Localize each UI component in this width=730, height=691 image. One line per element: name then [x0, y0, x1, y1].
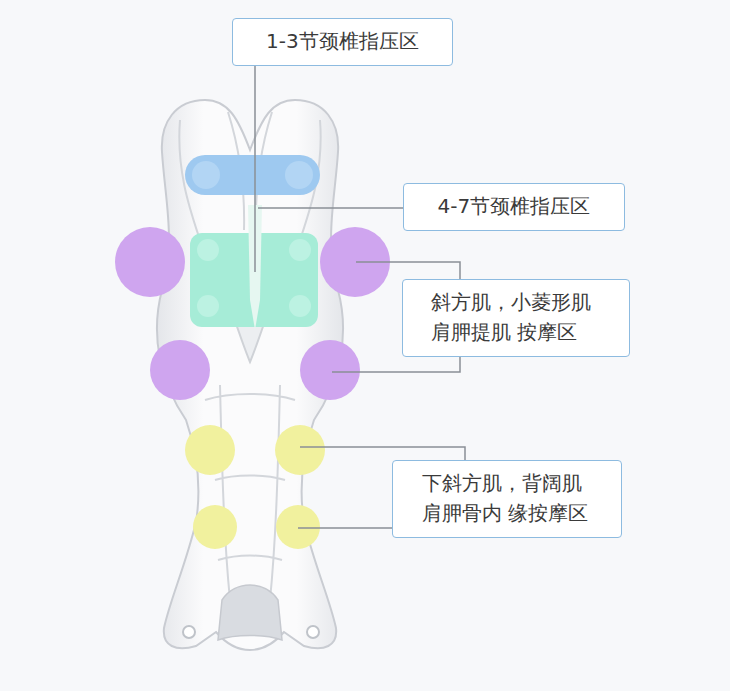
yellow-node — [276, 505, 320, 549]
strap-hole — [183, 626, 195, 638]
pad-node — [285, 161, 313, 189]
bottom-opening — [218, 585, 282, 640]
pad-node — [197, 295, 219, 317]
yellow-node — [275, 425, 325, 475]
callout-label: 4-7节颈椎指压区 — [438, 191, 591, 221]
pad-node — [197, 239, 219, 261]
purple-node — [150, 340, 210, 400]
spine-line — [205, 385, 295, 600]
purple-node — [115, 227, 185, 297]
yellow-node — [185, 425, 235, 475]
pad-node — [289, 295, 311, 317]
callout-label: 下斜方肌，背阔肌 肩胛骨内 缘按摩区 — [422, 468, 592, 528]
leader-line — [258, 207, 404, 209]
blue-pad — [185, 155, 320, 195]
leader-line — [254, 62, 256, 272]
pad-node — [192, 161, 220, 189]
callout-label: 斜方肌，小菱形肌 肩胛提肌 按摩区 — [431, 287, 601, 347]
purple-node — [300, 340, 360, 400]
pad-node — [289, 239, 311, 261]
callout-label: 1-3节颈椎指压区 — [266, 26, 419, 56]
callout-box: 4-7节颈椎指压区 — [403, 183, 625, 231]
callout-box: 下斜方肌，背阔肌 肩胛骨内 缘按摩区 — [392, 460, 622, 538]
strap-hole — [307, 626, 319, 638]
callout-box: 斜方肌，小菱形肌 肩胛提肌 按摩区 — [402, 279, 630, 357]
yellow-node — [193, 505, 237, 549]
callout-box: 1-3节颈椎指压区 — [232, 18, 453, 66]
